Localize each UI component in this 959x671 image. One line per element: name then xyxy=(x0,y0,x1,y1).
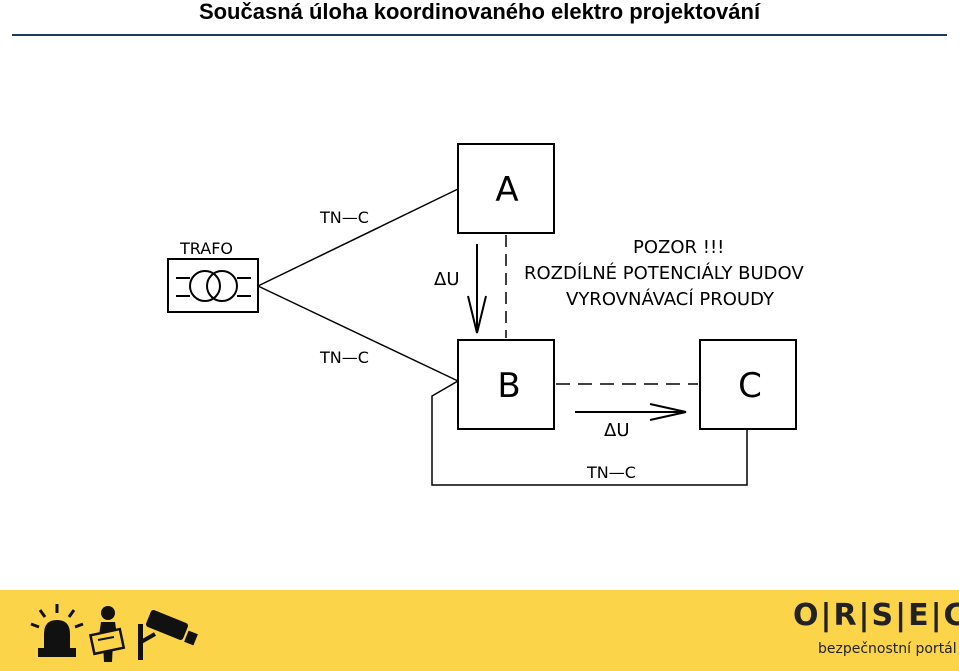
tn-c-label-mid: TN—C xyxy=(319,348,369,367)
warning-line-potentials: ROZDÍLNÉ POTENCIÁLY BUDOV xyxy=(524,262,804,284)
building-a-box xyxy=(457,143,555,234)
building-c-label: C xyxy=(738,366,762,406)
building-c-box xyxy=(699,339,797,430)
security-camera-icon xyxy=(138,610,198,660)
building-b-box xyxy=(457,339,555,430)
delta-u-horizontal-arrow-icon xyxy=(575,403,687,421)
orsec-logo: O|R|S|E|C xyxy=(793,598,959,633)
delta-u-horizontal-label: ΔU xyxy=(604,420,630,441)
trafo-box xyxy=(167,258,259,313)
warning-title: POZOR !!! xyxy=(633,237,724,258)
warning-line-currents: VYROVNÁVACÍ PROUDY xyxy=(566,288,775,310)
transformer-symbol xyxy=(176,270,251,302)
siren-icon xyxy=(30,604,84,657)
delta-u-vertical-arrow-icon xyxy=(467,244,487,334)
building-a-label: A xyxy=(495,170,518,210)
delta-u-vertical-label: ΔU xyxy=(434,269,460,290)
footer-bar: O|R|S|E|C bezpečnostní portál xyxy=(0,590,959,671)
person-id-card-icon xyxy=(88,606,126,662)
feed-line-to-a xyxy=(257,188,459,287)
tn-c-label-bottom: TN—C xyxy=(586,463,636,482)
feed-line-to-b xyxy=(257,285,459,382)
title-divider xyxy=(12,34,947,36)
grounding-diagram: TRAFO TN—C TN—C A B C ΔU ΔU TN—C POZOR !… xyxy=(167,143,804,486)
building-b-label: B xyxy=(497,366,520,406)
brand-tagline: bezpečnostní portál xyxy=(818,641,957,657)
page-title: Současná úloha koordinovaného elektro pr… xyxy=(198,0,761,24)
trafo-label: TRAFO xyxy=(179,239,233,258)
pen-loop-line xyxy=(431,380,748,486)
tn-c-label-top: TN—C xyxy=(319,208,369,227)
footer-icons xyxy=(30,604,198,662)
